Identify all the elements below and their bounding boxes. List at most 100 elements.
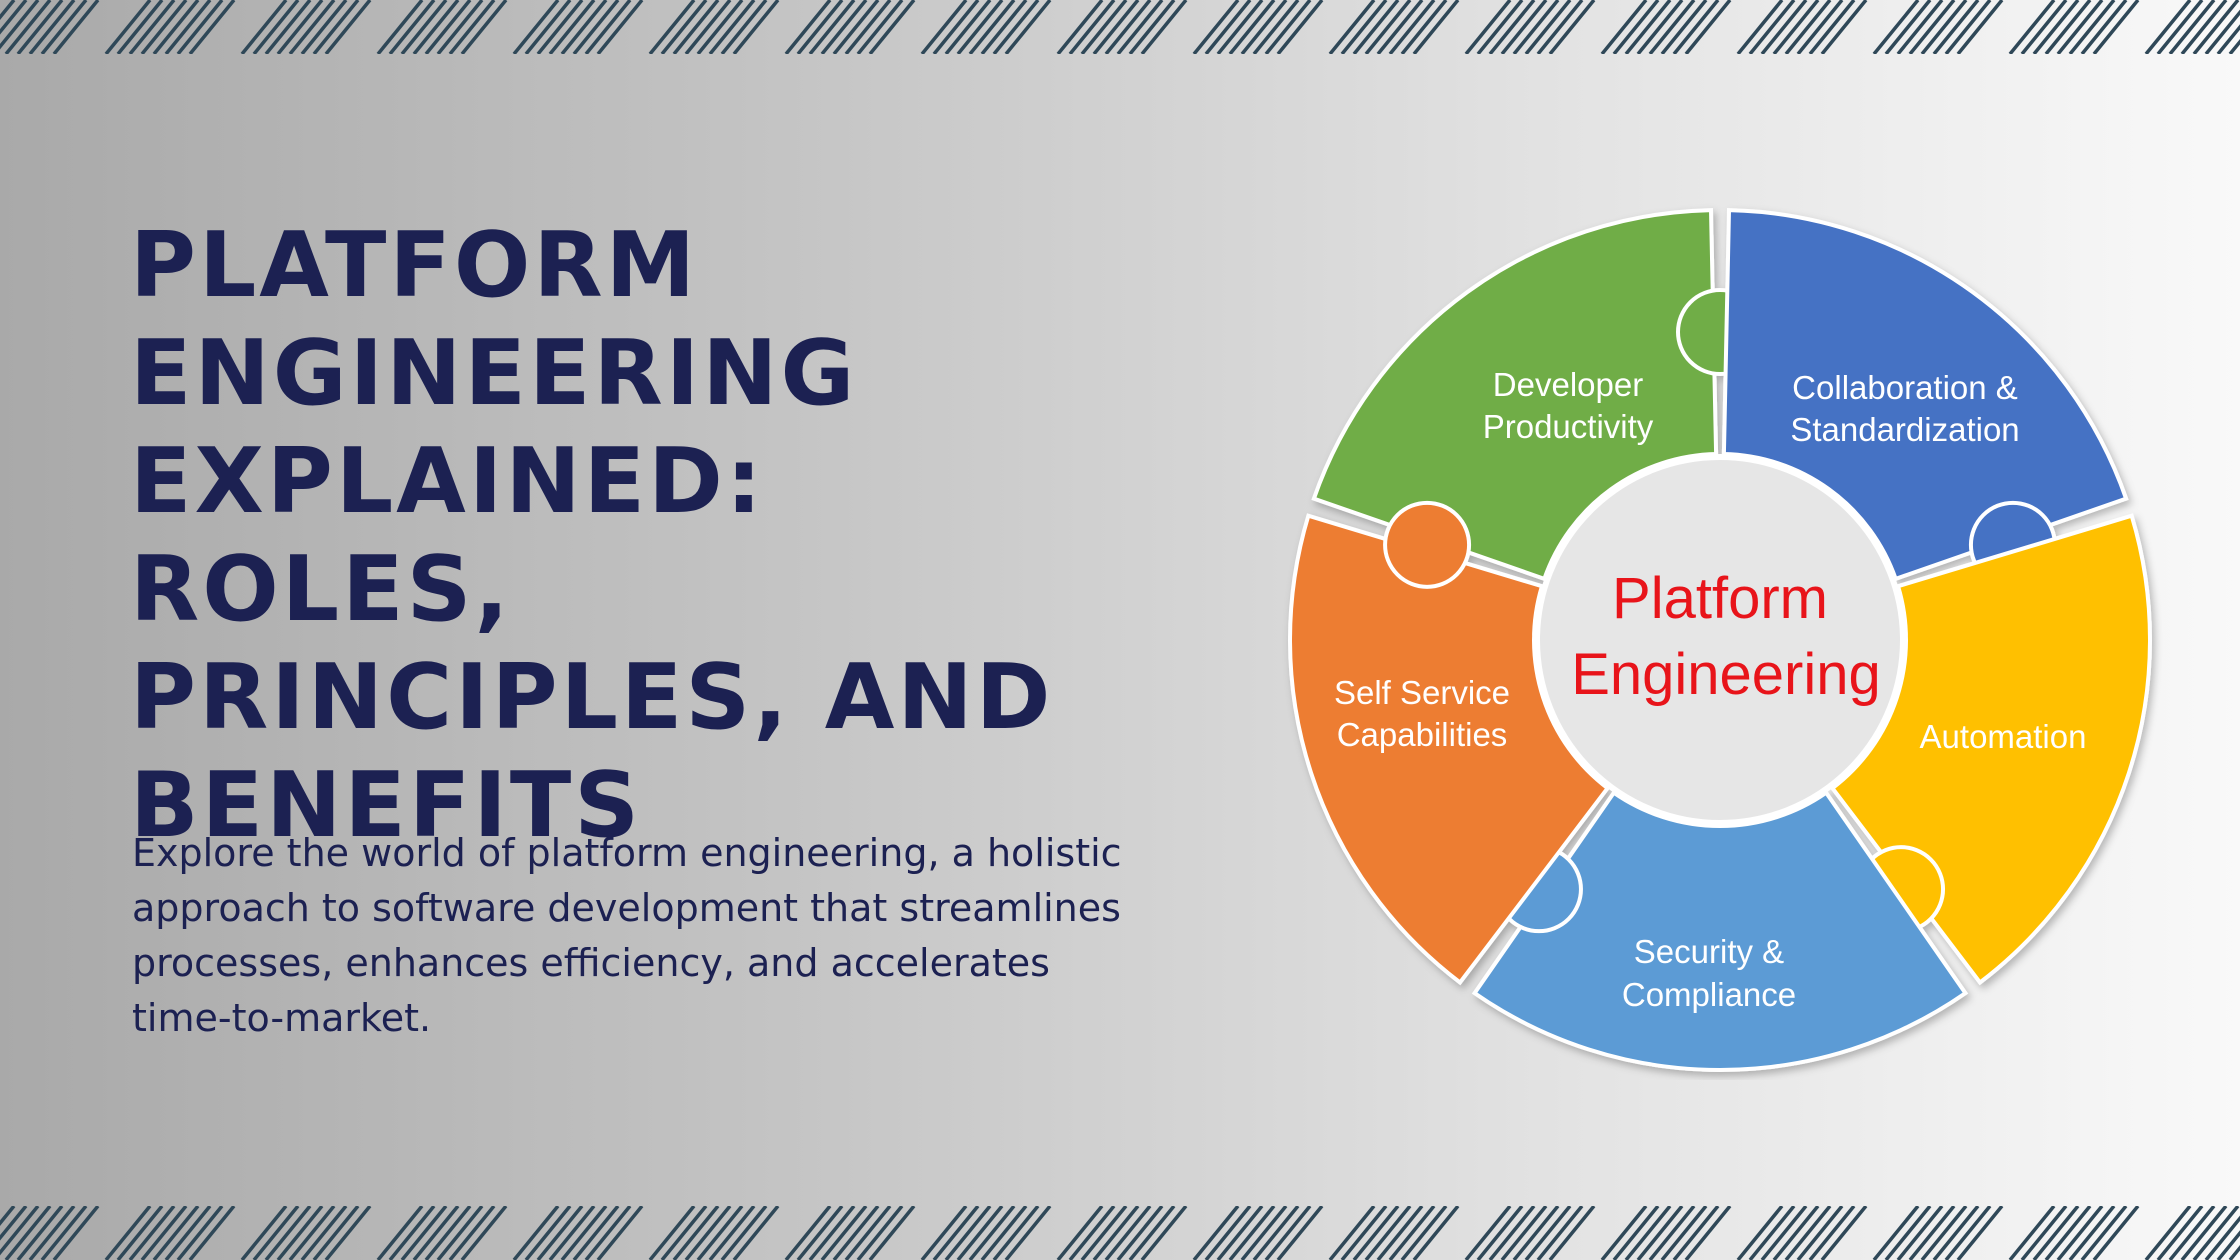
- stripe-line: [240, 1206, 288, 1260]
- stripe-line: [596, 0, 644, 54]
- stripe-line: [2056, 0, 2104, 54]
- stripe-line: [1104, 1206, 1152, 1260]
- self-service-capabilities-puzzle-knob: [1383, 500, 1472, 589]
- stripe-line: [2216, 24, 2240, 54]
- stripe-line: [1500, 1206, 1548, 1260]
- stripe-line: [1216, 0, 1264, 54]
- stripe-line: [648, 1206, 696, 1260]
- stripe-line: [796, 0, 844, 54]
- stripe-line: [1488, 1206, 1536, 1260]
- stripe-line: [2156, 0, 2204, 54]
- stripe-line: [1648, 0, 1696, 54]
- stripe-line: [1192, 0, 1240, 54]
- stripe-line: [1920, 1206, 1968, 1260]
- stripe-line: [4, 1206, 52, 1260]
- stripe-line: [1636, 1206, 1684, 1260]
- stripe-line: [152, 0, 200, 54]
- stripe-line: [1056, 1206, 1104, 1260]
- stripe-line: [720, 1206, 768, 1260]
- stripe-line: [1092, 1206, 1140, 1260]
- stripe-line: [1536, 0, 1584, 54]
- stripe-line: [2204, 1215, 2240, 1260]
- stripe-line: [1352, 0, 1400, 54]
- self-service-label-line2: Capabilities: [1337, 716, 1508, 753]
- stripe-line: [1796, 0, 1844, 54]
- center-label-line1: Platform: [1612, 566, 1828, 631]
- stripe-line: [2192, 1206, 2240, 1260]
- stripe-line: [672, 1206, 720, 1260]
- stripe-line: [52, 1206, 100, 1260]
- stripe-line: [436, 0, 484, 54]
- stripe-line: [2180, 1206, 2228, 1260]
- stripe-line: [648, 0, 696, 54]
- stripe-line: [1412, 1206, 1460, 1260]
- stripe-line: [176, 0, 224, 54]
- stripe-line: [2144, 0, 2192, 54]
- stripe-line: [2216, 1230, 2240, 1260]
- stripe-line: [288, 1206, 336, 1260]
- stripe-line: [376, 1206, 424, 1260]
- stripe-line: [1872, 0, 1920, 54]
- stripe-line: [1660, 1206, 1708, 1260]
- stripe-line: [844, 0, 892, 54]
- stripe-line: [1128, 0, 1176, 54]
- stripe-line: [2044, 1206, 2092, 1260]
- segment-layer: [1288, 208, 2152, 1072]
- stripe-line: [2032, 1206, 2080, 1260]
- stripe-line: [1524, 0, 1572, 54]
- stripe-line: [1400, 0, 1448, 54]
- stripe-line: [584, 0, 632, 54]
- stripe-line: [796, 1206, 844, 1260]
- stripe-line: [2204, 9, 2240, 54]
- stripe-line: [2168, 0, 2216, 54]
- stripe-line: [512, 0, 560, 54]
- stripe-line: [424, 1206, 472, 1260]
- stripe-line: [276, 0, 324, 54]
- stripe-line: [1672, 1206, 1720, 1260]
- stripe-line: [1748, 1206, 1796, 1260]
- stripe-line: [1240, 1206, 1288, 1260]
- stripe-line: [448, 0, 496, 54]
- stripe-line: [596, 1206, 644, 1260]
- stripe-line: [1600, 1206, 1648, 1260]
- stripe-line: [1340, 0, 1388, 54]
- stripe-line: [2228, 1244, 2240, 1260]
- stripe-line: [1808, 0, 1856, 54]
- stripe-line: [412, 1206, 460, 1260]
- stripe-line: [2168, 1206, 2216, 1260]
- developer-productivity-label-line2: Productivity: [1483, 408, 1654, 445]
- stripe-line: [2228, 38, 2240, 54]
- stripe-line: [288, 0, 336, 54]
- stripe-line: [944, 1206, 992, 1260]
- stripe-line: [388, 1206, 436, 1260]
- stripe-line: [424, 0, 472, 54]
- stripe-line: [808, 1206, 856, 1260]
- stripe-line: [128, 1206, 176, 1260]
- stripe-line: [1228, 1206, 1276, 1260]
- stripe-line: [1476, 1206, 1524, 1260]
- page-title: PLATFORM ENGINEERING EXPLAINED: ROLES, P…: [130, 213, 1054, 858]
- stripe-line: [1116, 1206, 1164, 1260]
- stripe-line: [536, 1206, 584, 1260]
- stripe-line: [2020, 0, 2068, 54]
- stripe-line: [400, 1206, 448, 1260]
- stripe-line: [660, 0, 708, 54]
- stripe-line: [116, 0, 164, 54]
- stripe-line: [412, 0, 460, 54]
- stripe-line: [1340, 1206, 1388, 1260]
- center-circle: [1534, 454, 1906, 826]
- stripe-line: [1772, 0, 1820, 54]
- stripe-line: [1796, 1206, 1844, 1260]
- stripe-line: [784, 0, 832, 54]
- stripe-line: [820, 1206, 868, 1260]
- stripe-line: [992, 0, 1040, 54]
- stripe-line: [832, 1206, 880, 1260]
- stripe-line: [920, 0, 968, 54]
- stripe-line: [2092, 1206, 2140, 1260]
- stripe-line: [1872, 1206, 1920, 1260]
- stripe-line: [1004, 1206, 1052, 1260]
- security-compliance-label-line2: Compliance: [1622, 976, 1796, 1013]
- stripe-line: [1216, 1206, 1264, 1260]
- stripe-line: [968, 1206, 1016, 1260]
